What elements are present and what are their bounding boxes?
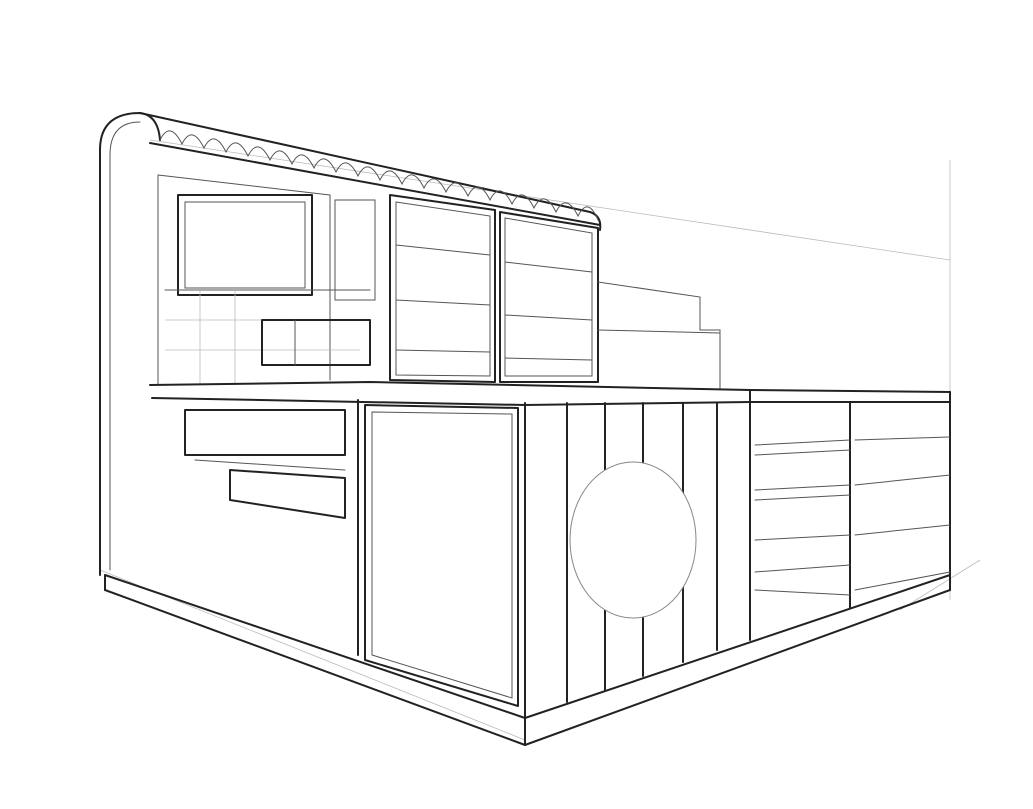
base [104,402,951,746]
microwave [261,319,371,366]
drawer-lower [229,469,346,519]
slat-panel [566,402,751,703]
counter-top [149,381,951,406]
cabinet-door-left [389,194,496,383]
awning [139,112,602,231]
window [177,194,313,296]
open-shelves [754,391,951,609]
cabinet-door-right [499,211,599,383]
back-wall [157,174,721,389]
left-face [184,399,359,656]
drawer-upper [184,409,346,456]
front-door [364,404,519,707]
side-wall [99,112,161,576]
circle-logo-area [569,461,697,619]
